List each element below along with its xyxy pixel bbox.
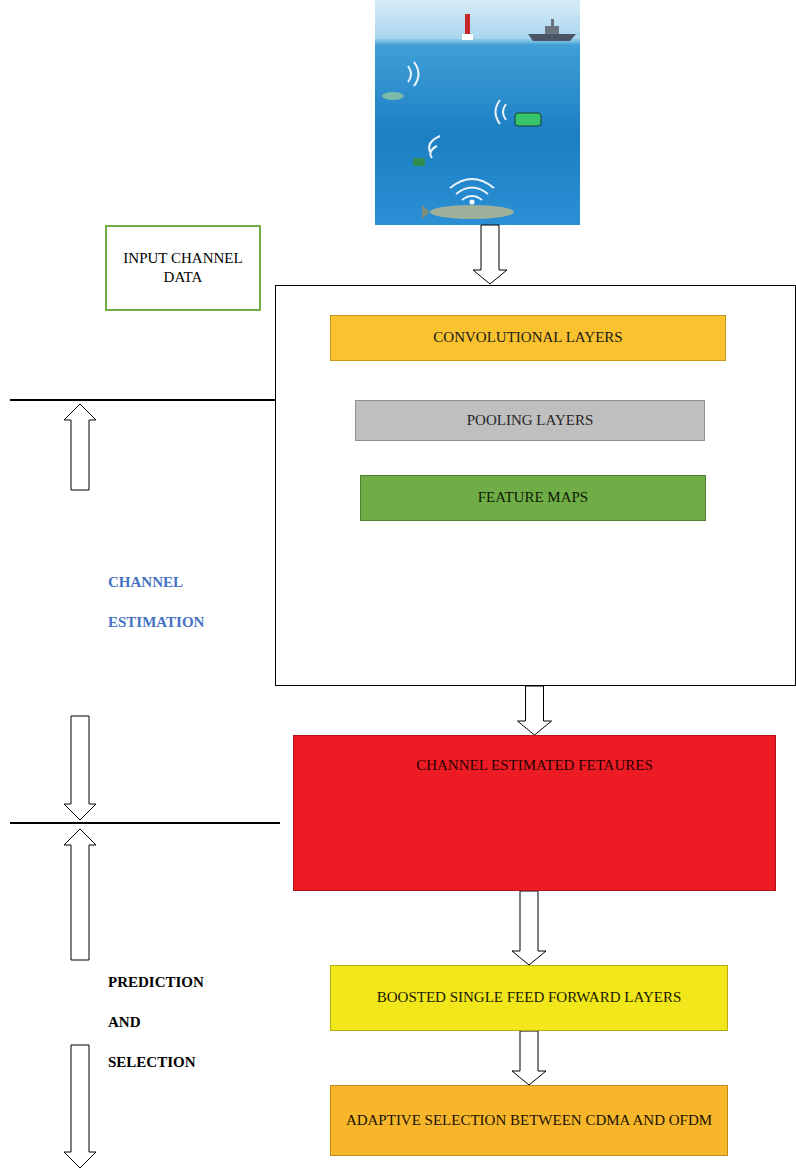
group-box: CONVOLUTIONAL LAYERS POOLING LAYERS FEATUR… bbox=[275, 285, 796, 686]
process-box: BOOSTED SINGLE FEED FORWARD LAYERS bbox=[330, 965, 728, 1031]
section-label: CHANNEL ESTIMATION bbox=[108, 562, 208, 642]
node-text: POOLING LAYERS bbox=[467, 411, 594, 431]
underwater-scene bbox=[375, 0, 580, 225]
process-box: ADAPTIVE SELECTION BETWEEN CDMA AND OFDM bbox=[330, 1085, 728, 1156]
block-arrow bbox=[473, 225, 507, 284]
block-arrow bbox=[512, 1031, 546, 1085]
node-text: ADAPTIVE SELECTION BETWEEN CDMA AND OFDM bbox=[346, 1111, 712, 1131]
node-text: CHANNEL ESTIMATED FETAURES bbox=[416, 756, 653, 776]
input-box: INPUT CHANNEL DATA bbox=[105, 225, 261, 311]
output-box: CHANNEL ESTIMATED FETAURES bbox=[293, 735, 776, 891]
block-arrow bbox=[64, 829, 96, 960]
node-text: FEATURE MAPS bbox=[478, 488, 588, 508]
block-arrow bbox=[64, 716, 96, 820]
section-label: PREDICTION AND SELECTION bbox=[108, 962, 226, 1082]
block-arrow bbox=[512, 891, 546, 965]
block-arrow bbox=[64, 1045, 96, 1168]
process-box: POOLING LAYERS bbox=[355, 400, 705, 441]
node-text: BOOSTED SINGLE FEED FORWARD LAYERS bbox=[377, 988, 681, 1008]
block-arrow bbox=[64, 404, 96, 490]
node-text: INPUT CHANNEL DATA bbox=[119, 249, 247, 288]
section-line bbox=[10, 399, 276, 401]
section-line bbox=[10, 822, 280, 824]
block-arrow bbox=[518, 686, 552, 735]
node-text: CONVOLUTIONAL LAYERS bbox=[433, 328, 622, 348]
process-box: FEATURE MAPS bbox=[360, 475, 706, 521]
process-box: CONVOLUTIONAL LAYERS bbox=[330, 315, 726, 361]
